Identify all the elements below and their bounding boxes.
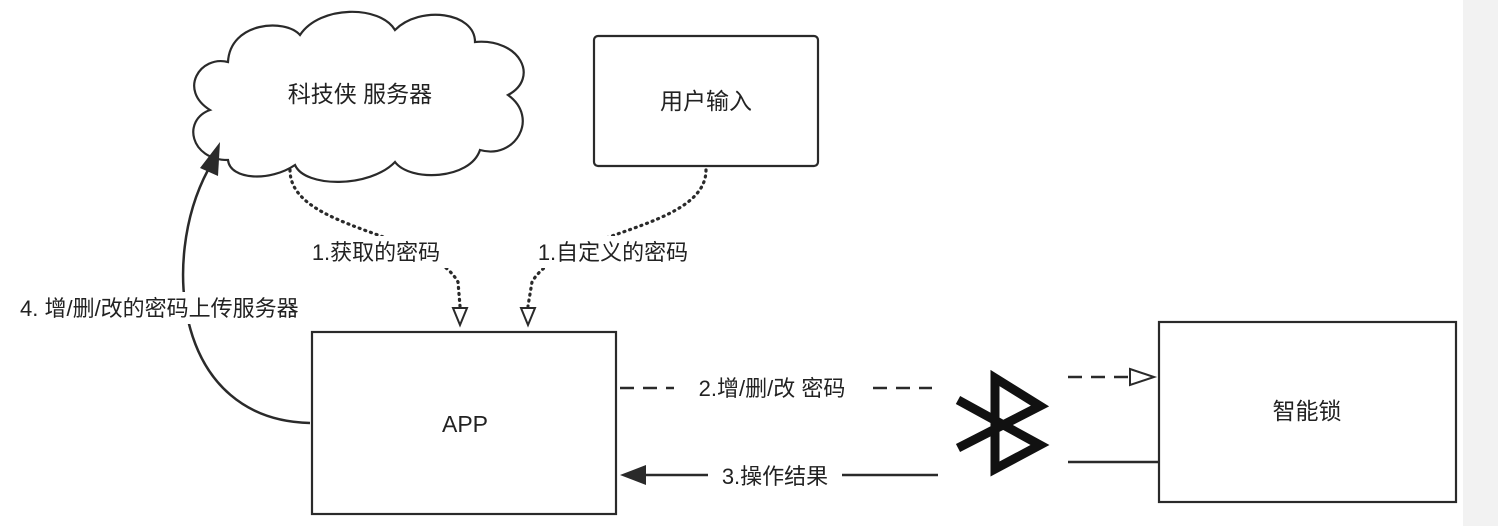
edge-label-server-to-app: 1.获取的密码 bbox=[312, 240, 440, 265]
edge-input-to-app: 1.自定义的密码 bbox=[519, 168, 708, 328]
cloud-shape bbox=[192, 10, 525, 183]
user-input-label: 用户输入 bbox=[660, 88, 752, 114]
edge-line bbox=[181, 169, 311, 425]
edge-label-bg bbox=[674, 372, 870, 404]
server-cloud-node: 科技侠 服务器 bbox=[192, 10, 525, 183]
edge-label-bg bbox=[16, 292, 364, 324]
edge-label-bg bbox=[708, 460, 842, 492]
user-input-box bbox=[592, 34, 820, 168]
smart-lock-box bbox=[1157, 320, 1458, 504]
smart-lock-label: 智能锁 bbox=[1273, 398, 1342, 424]
edge-label-bg bbox=[300, 236, 452, 268]
bluetooth-icon bbox=[955, 369, 1050, 477]
edge-label-input-to-app: 1.自定义的密码 bbox=[538, 240, 688, 265]
arrowhead-filled bbox=[200, 142, 220, 176]
edge-app-to-lock: 2.增/删/改 密码 bbox=[620, 367, 1158, 404]
scrollbar-strip bbox=[1463, 0, 1498, 526]
app-label: APP bbox=[442, 411, 488, 437]
smart-lock-node: 智能锁 bbox=[1157, 320, 1458, 504]
edge-app-to-server: 4. 增/删/改的密码上传服务器 bbox=[16, 142, 364, 425]
edge-line bbox=[526, 168, 708, 308]
arrowhead-filled bbox=[620, 465, 646, 485]
edge-label-app-to-server: 4. 增/删/改的密码上传服务器 bbox=[20, 296, 299, 321]
arrowhead-hollow bbox=[451, 307, 469, 328]
edge-lock-to-app: 3.操作结果 bbox=[620, 460, 1159, 492]
edge-label-bg bbox=[524, 236, 702, 268]
edge-server-to-app: 1.获取的密码 bbox=[288, 168, 469, 328]
arrowhead-hollow bbox=[519, 307, 537, 328]
edge-label-app-to-lock: 2.增/删/改 密码 bbox=[699, 376, 846, 401]
diagram-svg: 科技侠 服务器 用户输入 APP 智能锁 1.获取的密码 bbox=[16, 10, 1458, 516]
app-node: APP bbox=[310, 330, 618, 516]
arrowhead-hollow bbox=[1129, 367, 1158, 387]
edge-line bbox=[288, 168, 462, 308]
app-box bbox=[310, 330, 618, 516]
server-label: 科技侠 服务器 bbox=[288, 81, 432, 107]
user-input-node: 用户输入 bbox=[592, 34, 820, 168]
bluetooth-glyph bbox=[955, 369, 1050, 477]
edge-label-lock-to-app: 3.操作结果 bbox=[722, 464, 828, 489]
